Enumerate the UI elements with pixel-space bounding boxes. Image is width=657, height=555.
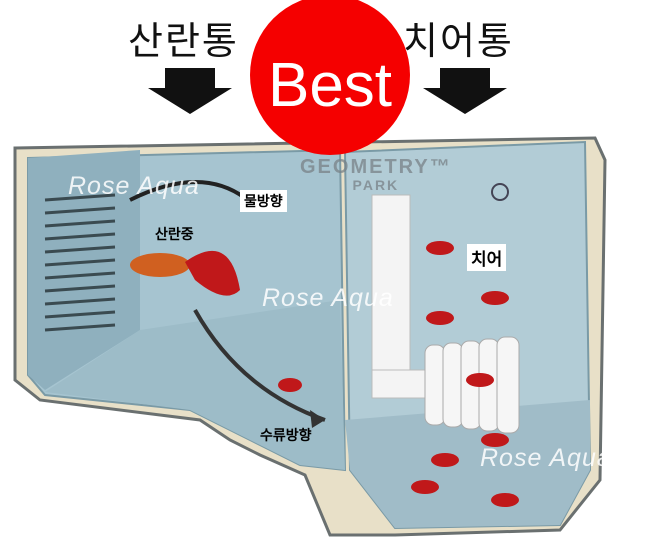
fish xyxy=(130,241,519,507)
arrow-down-icon xyxy=(148,68,232,114)
arrow-down-icon xyxy=(423,68,507,114)
flow-direction-label: 수류방향 xyxy=(260,428,312,444)
watermark: Rose Aqua xyxy=(262,284,394,312)
watermark: Rose Aqua xyxy=(68,172,200,200)
overflow-hole xyxy=(491,183,509,201)
watermark: Rose Aqua xyxy=(480,444,612,472)
flow-arrow-head xyxy=(310,410,325,428)
chamber-floor xyxy=(45,300,345,470)
best-badge: Best xyxy=(250,0,410,155)
logo-line2: PARK xyxy=(352,177,400,193)
flow-arrow xyxy=(193,309,326,422)
fry-tank-title: 치어통 xyxy=(403,19,514,63)
wall-slats xyxy=(44,193,116,332)
water-direction-label: 물방향 xyxy=(240,190,287,212)
logo-line1: GEOMETRY™ xyxy=(300,156,452,178)
sponge-filter xyxy=(424,336,520,434)
filter-pipe-elbow xyxy=(371,369,433,399)
best-badge-text: Best xyxy=(267,50,393,120)
fry-label: 치어 xyxy=(467,244,507,271)
flow-arrow xyxy=(129,180,247,202)
fry-chamber-floor xyxy=(345,400,590,528)
spawning-label: 산란중 xyxy=(155,227,194,243)
spawning-tank-title: 산란통 xyxy=(128,19,239,63)
